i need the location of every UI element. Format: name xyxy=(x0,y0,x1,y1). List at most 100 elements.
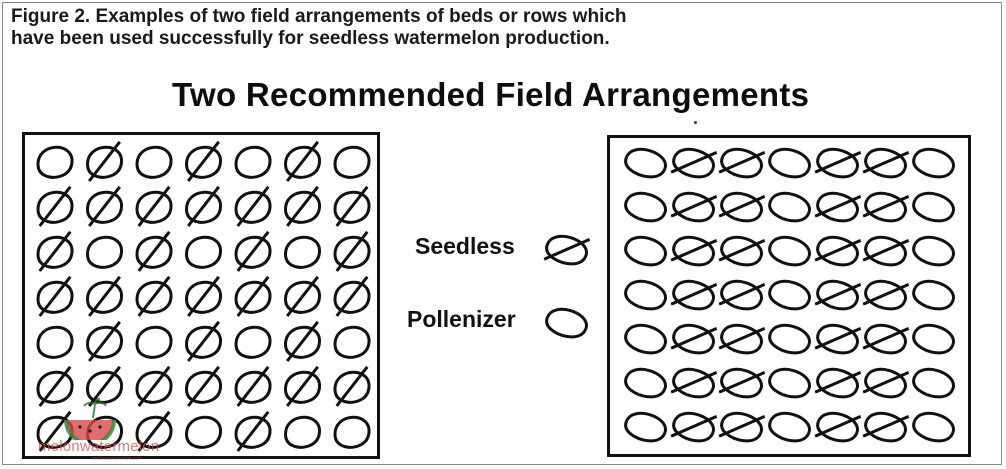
field-arrangement-left xyxy=(22,132,380,459)
left-plant-pollenizer xyxy=(333,145,371,179)
right-plant-seedless xyxy=(670,367,718,399)
left-plant-seedless xyxy=(283,275,322,317)
watermark-text: melonwatermelon xyxy=(38,438,160,455)
right-plant-seedless xyxy=(670,147,718,179)
legend-pollenizer-mark xyxy=(545,307,588,339)
right-plant-pollenizer xyxy=(912,147,955,179)
left-plant-pollenizer xyxy=(333,325,371,359)
field-right-grid xyxy=(624,147,955,443)
right-plant-seedless xyxy=(670,279,718,311)
left-plant-seedless xyxy=(135,410,173,452)
right-plant-pollenizer xyxy=(768,367,811,399)
right-plant-pollenizer xyxy=(624,235,667,267)
right-plant-pollenizer xyxy=(624,279,667,311)
right-plant-pollenizer xyxy=(624,147,667,179)
right-plant-pollenizer xyxy=(624,191,667,223)
caption-line-1: Figure 2. Examples of two field arrangem… xyxy=(11,6,627,27)
right-plant-seedless xyxy=(814,279,862,311)
left-plant-seedless xyxy=(85,275,124,317)
right-plant-seedless xyxy=(718,147,766,179)
plain-oval-icon xyxy=(545,307,588,339)
left-plant-pollenizer xyxy=(36,145,74,179)
right-plant-seedless xyxy=(814,367,862,399)
left-plant-seedless xyxy=(135,275,173,317)
left-plant-pollenizer xyxy=(283,415,322,449)
right-plant-pollenizer xyxy=(624,411,667,443)
right-plant-seedless xyxy=(718,235,766,267)
left-plant-pollenizer xyxy=(184,235,223,269)
diagram-title: Two Recommended Field Arrangements xyxy=(172,76,810,113)
right-plant-seedless xyxy=(862,323,910,355)
left-plant-seedless xyxy=(36,365,74,407)
left-plant-seedless xyxy=(333,185,371,227)
left-plant-seedless xyxy=(234,365,272,407)
left-plant-seedless xyxy=(135,230,173,272)
legend-pollenizer-label: Pollenizer xyxy=(407,306,516,332)
left-plant-seedless xyxy=(36,410,74,452)
left-plant-seedless xyxy=(234,275,272,317)
right-plant-seedless xyxy=(814,235,862,267)
left-plant-seedless xyxy=(234,230,272,272)
right-plant-pollenizer xyxy=(768,411,811,443)
left-plant-pollenizer xyxy=(184,415,223,449)
field-arrangement-right xyxy=(607,135,971,457)
right-plant-seedless xyxy=(814,411,862,443)
right-plant-seedless xyxy=(718,323,766,355)
right-plant-seedless xyxy=(814,147,862,179)
right-plant-pollenizer xyxy=(624,323,667,355)
right-plant-seedless xyxy=(814,323,862,355)
left-plant-seedless xyxy=(85,320,124,362)
right-plant-seedless xyxy=(862,411,910,443)
right-plant-seedless xyxy=(862,147,910,179)
left-plant-seedless xyxy=(85,185,124,227)
left-plant-pollenizer xyxy=(283,235,322,269)
watermelon-logo-icon xyxy=(64,398,116,440)
legend-seedless-mark xyxy=(543,234,591,266)
right-plant-pollenizer xyxy=(912,279,955,311)
left-plant-pollenizer xyxy=(333,415,371,449)
left-plant-seedless xyxy=(135,365,173,407)
right-plant-seedless xyxy=(718,191,766,223)
left-plant-pollenizer xyxy=(234,145,272,179)
watermark-subtext: melonwatermelon.com xyxy=(92,456,143,462)
left-plant-seedless xyxy=(283,365,322,407)
left-plant-seedless xyxy=(184,275,223,317)
right-plant-seedless xyxy=(670,235,718,267)
left-plant-seedless xyxy=(283,185,322,227)
left-plant-pollenizer xyxy=(135,325,173,359)
left-plant-seedless xyxy=(36,230,74,272)
left-plant-seedless xyxy=(283,140,322,182)
left-plant-seedless xyxy=(85,140,124,182)
left-plant-pollenizer xyxy=(234,325,272,359)
watermark: melonwatermelon melonwatermelon.com xyxy=(30,398,180,462)
right-plant-seedless xyxy=(718,279,766,311)
right-plant-pollenizer xyxy=(768,323,811,355)
left-plant-seedless xyxy=(184,140,223,182)
field-left-grid xyxy=(36,140,371,452)
left-plant-seedless xyxy=(184,185,223,227)
left-plant-seedless xyxy=(85,365,124,407)
right-plant-pollenizer xyxy=(624,367,667,399)
left-plant-seedless xyxy=(333,365,371,407)
left-plant-pollenizer xyxy=(135,145,173,179)
right-plant-seedless xyxy=(862,279,910,311)
crossed-oval-icon xyxy=(543,234,591,266)
right-plant-seedless xyxy=(670,411,718,443)
left-plant-seedless xyxy=(283,320,322,362)
left-plant-pollenizer xyxy=(85,415,124,449)
left-plant-seedless xyxy=(333,230,371,272)
legend-seedless-label: Seedless xyxy=(415,233,515,259)
speck xyxy=(694,121,697,124)
right-plant-pollenizer xyxy=(768,235,811,267)
left-plant-pollenizer xyxy=(36,325,74,359)
caption-line-2: have been used successfully for seedless… xyxy=(11,28,610,49)
right-plant-seedless xyxy=(670,191,718,223)
left-plant-seedless xyxy=(234,410,272,452)
right-plant-pollenizer xyxy=(912,191,955,223)
right-plant-seedless xyxy=(814,191,862,223)
left-plant-seedless xyxy=(184,365,223,407)
right-plant-pollenizer xyxy=(768,279,811,311)
right-plant-seedless xyxy=(718,367,766,399)
right-plant-seedless xyxy=(862,191,910,223)
